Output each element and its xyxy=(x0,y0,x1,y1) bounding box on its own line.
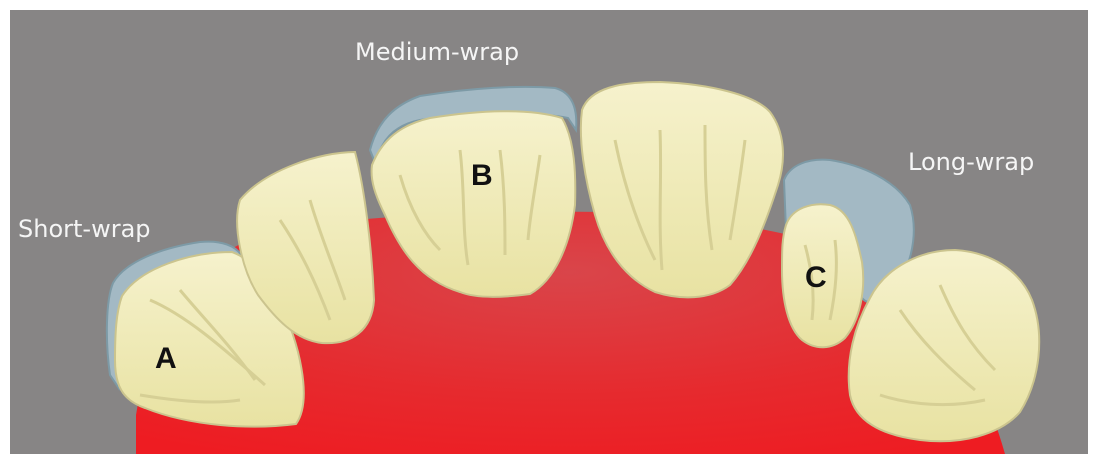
long-wrap-label: Long-wrap xyxy=(908,148,1034,176)
tooth-c-letter: C xyxy=(805,261,827,294)
short-wrap-label: Short-wrap xyxy=(18,215,151,243)
tooth-a-letter: A xyxy=(155,342,177,375)
medium-wrap-label: Medium-wrap xyxy=(355,38,519,66)
tooth-b-letter: B xyxy=(471,159,493,192)
